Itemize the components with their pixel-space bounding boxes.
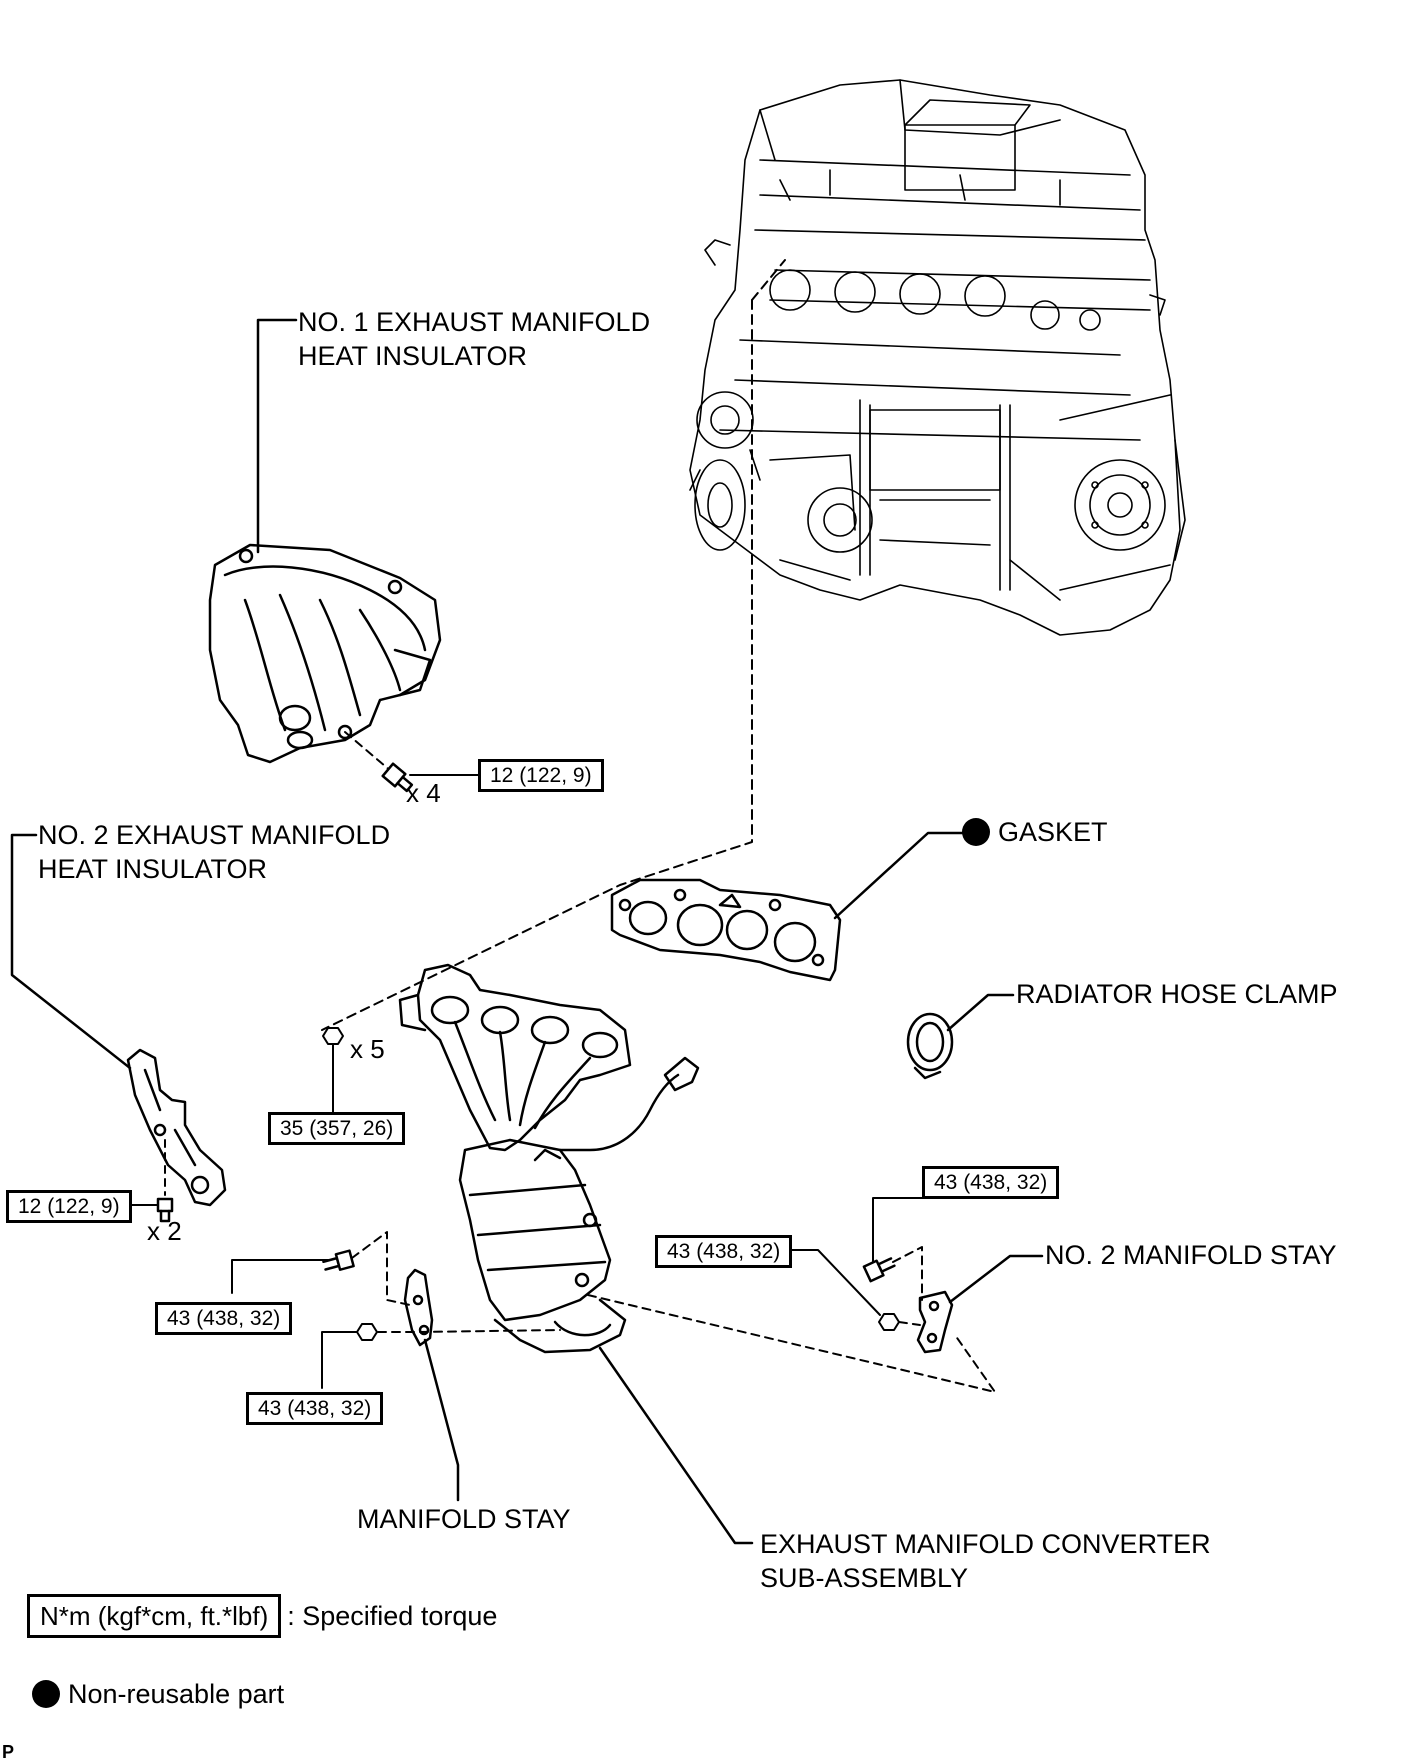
legend-torque: N*m (kgf*cm, ft.*lbf): Specified torque — [27, 1594, 497, 1638]
no1-insulator-label-line1: NO. 1 EXHAUST MANIFOLD — [298, 307, 651, 337]
torque-manifold-nut: 35 (357, 26) — [268, 1112, 406, 1145]
no2-insulator-leader — [10, 833, 132, 1070]
no1-insulator-leader — [256, 318, 298, 554]
figure-code: P — [2, 1742, 15, 1762]
manifold-stay-label: MANIFOLD STAY — [357, 1504, 571, 1534]
legend-nonreusable: Non-reusable part — [32, 1677, 284, 1711]
no1-insulator-label: NO. 1 EXHAUST MANIFOLD HEAT INSULATOR — [298, 305, 650, 373]
nut-icon — [356, 1323, 378, 1341]
bolt-icon — [156, 1197, 174, 1223]
bolt-icon — [862, 1257, 896, 1283]
no2-insulator-label-line2: HEAT INSULATOR — [38, 854, 268, 884]
converter-label: EXHAUST MANIFOLD CONVERTER SUB-ASSEMBLY — [760, 1527, 1211, 1595]
nut-icon — [322, 1027, 344, 1045]
converter-leader — [598, 1346, 754, 1545]
bolt-icon — [322, 1249, 355, 1271]
no1-heat-insulator-illustration — [208, 543, 442, 764]
no2-insulator-label: NO. 2 EXHAUST MANIFOLD HEAT INSULATOR — [38, 818, 390, 886]
engine-illustration — [689, 79, 1186, 636]
non-reusable-dot-icon — [962, 818, 990, 846]
engine-leader-dashed — [321, 299, 753, 1031]
no2-heat-insulator-illustration — [126, 1048, 227, 1207]
manifold-stay-illustration — [403, 1268, 434, 1347]
no2-manifold-stay-illustration — [916, 1290, 954, 1354]
legend-nonreusable-text: Non-reusable part — [68, 1679, 285, 1709]
gasket-illustration — [610, 878, 842, 982]
qty-manifold-nut: x 5 — [350, 1034, 385, 1064]
gasket-label: GASKET — [962, 815, 1108, 849]
gasket-leader — [833, 831, 964, 920]
torque-stay-upper: 43 (438, 32) — [155, 1302, 293, 1335]
torque-no2-insulator-bolt: 12 (122, 9) — [6, 1190, 132, 1223]
torque-no2-stay-upper: 43 (438, 32) — [922, 1166, 1060, 1199]
no2-manifold-stay-leader — [948, 1254, 1044, 1304]
bolt-icon — [381, 762, 414, 793]
legend-torque-text: : Specified torque — [287, 1601, 498, 1631]
converter-label-line2: SUB-ASSEMBLY — [760, 1563, 969, 1593]
qty-no2-insulator-bolt: x 2 — [147, 1216, 182, 1246]
radiator-hose-clamp-label: RADIATOR HOSE CLAMP — [1016, 979, 1338, 1009]
manifold-stay-leader — [423, 1338, 460, 1502]
qty-no1-insulator-bolt: x 4 — [406, 778, 441, 808]
torque-no1-insulator-bolt: 12 (122, 9) — [478, 759, 604, 792]
no2-manifold-stay-label: NO. 2 MANIFOLD STAY — [1045, 1240, 1337, 1270]
legend-torque-unit: N*m (kgf*cm, ft.*lbf) — [27, 1594, 282, 1638]
no2-insulator-label-line1: NO. 2 EXHAUST MANIFOLD — [38, 820, 391, 850]
non-reusable-dot-icon — [32, 1680, 60, 1708]
torque-no2-stay-lower: 43 (438, 32) — [655, 1235, 793, 1268]
no1-insulator-label-line2: HEAT INSULATOR — [298, 341, 528, 371]
torque-stay-lower: 43 (438, 32) — [246, 1392, 384, 1425]
nut-icon — [878, 1313, 900, 1331]
gasket-label-text: GASKET — [998, 817, 1108, 847]
radiator-hose-clamp-illustration — [906, 1012, 954, 1080]
exhaust-manifold-converter-illustration — [398, 963, 700, 1354]
converter-label-line1: EXHAUST MANIFOLD CONVERTER — [760, 1529, 1211, 1559]
